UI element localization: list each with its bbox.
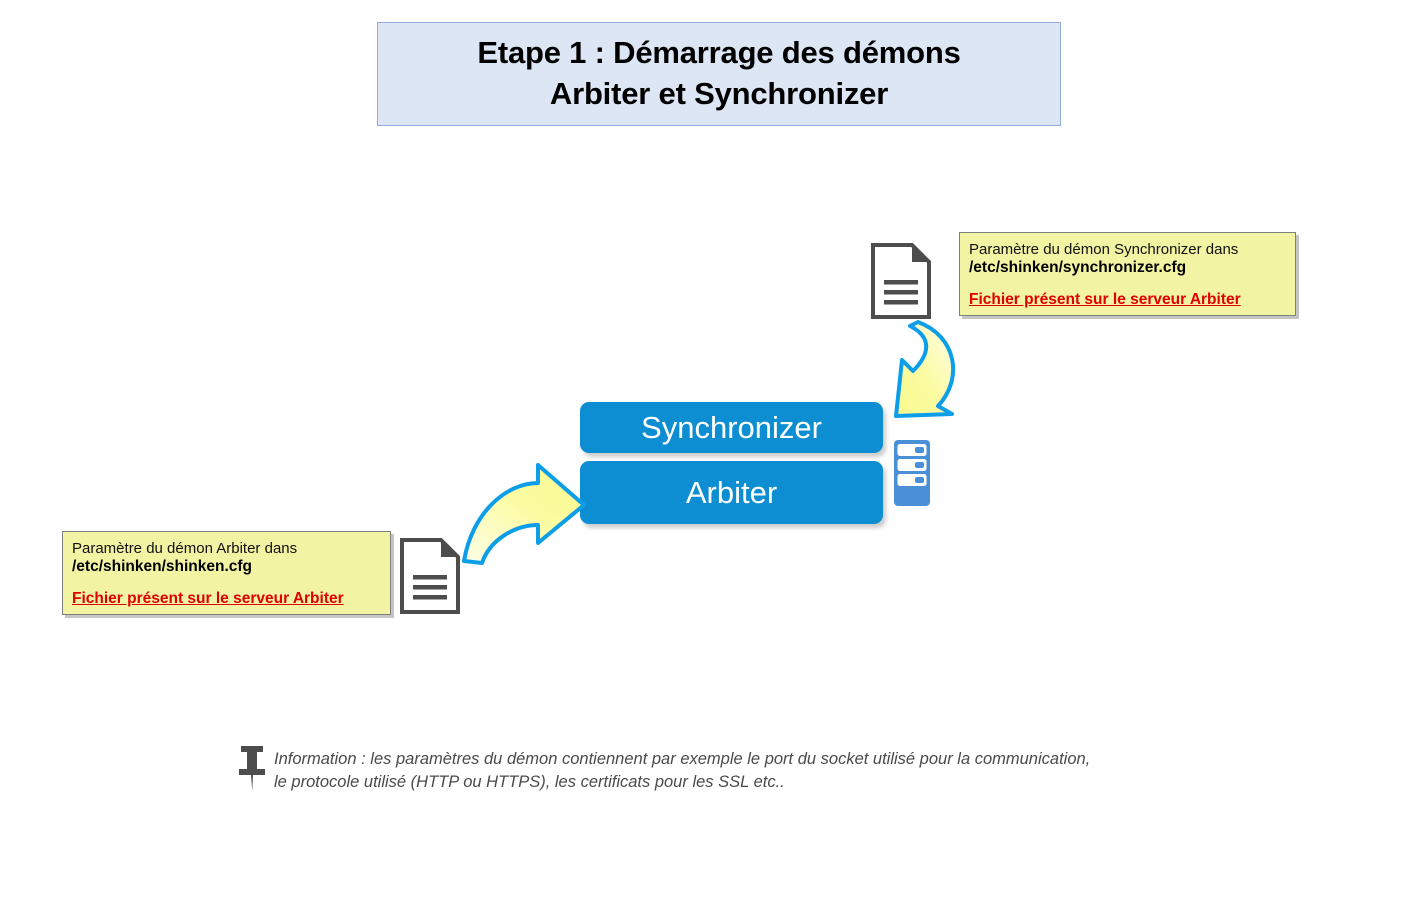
page-title-line-1: Etape 1 : Démarrage des démons (477, 35, 961, 71)
callout-synchronizer-path: /etc/shinken/synchronizer.cfg (969, 259, 1187, 277)
callout-arbiter: Paramètre du démon Arbiter dans /etc/shi… (62, 531, 391, 615)
server-rack-icon (894, 440, 930, 506)
callout-arbiter-description: Paramètre du démon Arbiter dans (72, 540, 298, 557)
callout-synchronizer: Paramètre du démon Synchronizer dans /et… (959, 232, 1296, 316)
information-note-line-2: le protocole utilisé (HTTP ou HTTPS), le… (274, 773, 785, 792)
callout-synchronizer-warning: Fichier présent sur le serveur Arbiter (969, 291, 1241, 309)
process-box-synchronizer-label: Synchronizer (641, 409, 822, 445)
process-box-arbiter-label: Arbiter (685, 474, 778, 510)
information-note-line-1: Information : les paramètres du démon co… (274, 750, 1091, 768)
page-title: Etape 1 : Démarrage des démons Arbiter e… (477, 33, 960, 115)
callout-synchronizer-description: Paramètre du démon Synchronizer dans (969, 241, 1239, 258)
document-icon-synchronizer (871, 243, 931, 319)
information-note: Information : les paramètres du démon co… (238, 744, 1090, 795)
curved-arrow-down-left-icon (894, 320, 956, 418)
page-title-banner: Etape 1 : Démarrage des démons Arbiter e… (377, 22, 1061, 126)
process-box-arbiter: Arbiter (580, 461, 883, 524)
callout-arbiter-path: /etc/shinken/shinken.cfg (72, 558, 253, 576)
document-icon-arbiter (400, 538, 460, 614)
pushpin-icon (239, 746, 265, 791)
process-box-synchronizer: Synchronizer (580, 402, 883, 453)
curved-arrow-right-icon (462, 463, 586, 565)
page-title-line-2: Arbiter et Synchronizer (549, 76, 889, 111)
callout-arbiter-warning: Fichier présent sur le serveur Arbiter (72, 590, 344, 608)
information-note-text: Information : les paramètres du démon co… (274, 744, 1090, 795)
